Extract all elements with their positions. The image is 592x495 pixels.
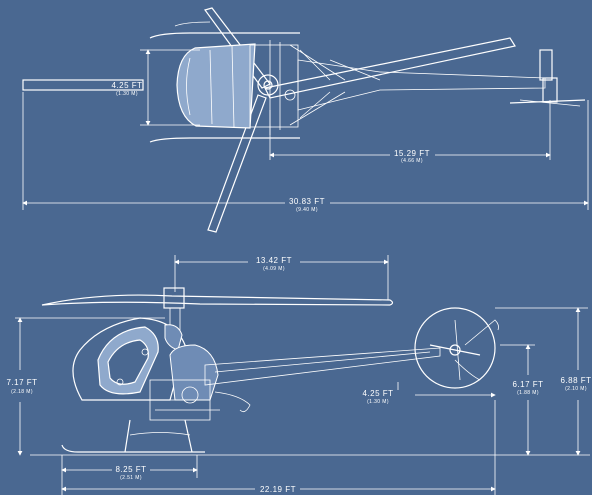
side-view bbox=[15, 255, 590, 495]
tail-rotor bbox=[509, 99, 586, 104]
dim-skid-width-ft: 8.25 FT bbox=[115, 465, 146, 474]
dim-overall-height-ft: 6.88 FT bbox=[560, 376, 591, 385]
rotor-blade-lower bbox=[207, 94, 267, 233]
dim-overall-length-m: (9.40 M) bbox=[296, 207, 318, 213]
cockpit-canopy bbox=[176, 43, 256, 129]
dim-fuselage-length-ft: 22.19 FT bbox=[260, 485, 296, 494]
vertical-fin bbox=[539, 49, 553, 81]
dim-tail-rotor-m: (1.30 M) bbox=[367, 399, 389, 405]
engine-bay bbox=[169, 344, 219, 401]
tail-boom bbox=[297, 59, 546, 111]
dim-skid-width-m: (2.51 M) bbox=[120, 475, 142, 481]
main-rotor-side bbox=[41, 294, 394, 306]
dim-rotor-radius-m: (4.09 M) bbox=[263, 266, 285, 272]
tail-boom-side bbox=[204, 347, 441, 386]
skid-side bbox=[61, 444, 205, 453]
dim-top-width-ft: 4.25 FT bbox=[111, 81, 142, 90]
top-view bbox=[22, 7, 589, 233]
dim-cabin-height-ft: 7.17 FT bbox=[6, 378, 37, 387]
dim-top-width-m: (1.30 M) bbox=[116, 91, 138, 97]
dim-tail-height-m: (1.88 M) bbox=[517, 390, 539, 396]
skid-bottom bbox=[149, 137, 300, 143]
dim-overall-height-m: (2.10 M) bbox=[565, 386, 587, 392]
dim-tail-rotor-ft: 4.25 FT bbox=[362, 389, 393, 398]
dim-rotor-radius-ft: 13.42 FT bbox=[256, 256, 292, 265]
dim-tail-boom-m: (4.66 M) bbox=[401, 158, 423, 164]
dim-cabin-height-m: (2.18 M) bbox=[11, 389, 33, 395]
tail-rotor-side bbox=[414, 307, 496, 389]
dim-tail-boom-ft: 15.29 FT bbox=[394, 149, 430, 158]
dim-overall-length-ft: 30.83 FT bbox=[289, 197, 325, 206]
skid-top bbox=[149, 32, 300, 39]
rotor-hub bbox=[257, 74, 279, 96]
rotor-blade-left bbox=[22, 79, 144, 91]
dim-tail-height-ft: 6.17 FT bbox=[512, 380, 543, 389]
